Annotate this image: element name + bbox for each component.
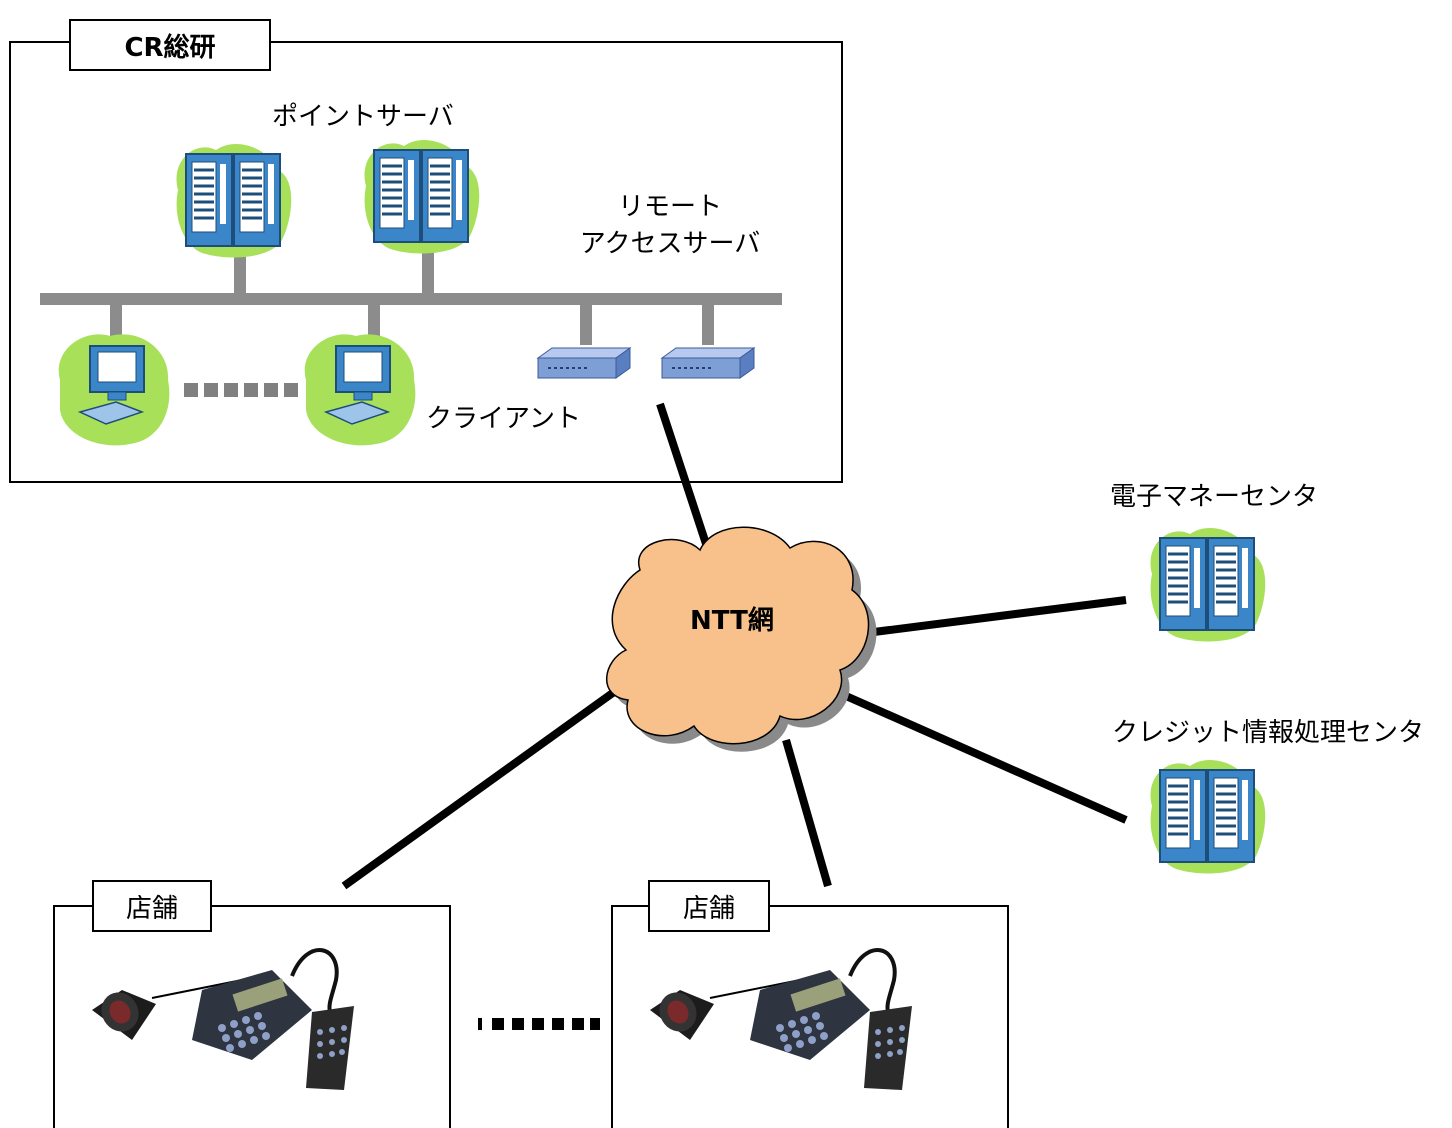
server-icon [1151, 760, 1266, 874]
hq-title-tab: CR総研 [69, 19, 271, 71]
server-icon [177, 144, 292, 258]
payment-terminal-icon [648, 948, 914, 1092]
store-title-tab: 店舗 [92, 880, 212, 932]
store-boundary [611, 905, 1009, 1128]
emoney-center-label: 電子マネーセンタ [1110, 482, 1319, 512]
remote-access-label-line2: アクセスサーバ [579, 229, 761, 260]
client-pc-icon [57, 333, 171, 447]
payment-terminal-icon [90, 948, 356, 1092]
store-title-tab: 店舗 [648, 880, 770, 932]
hq-title: CR総研 [124, 32, 216, 63]
store-title: 店舗 [682, 893, 735, 924]
client-label: クライアント [426, 404, 581, 434]
router-icon [537, 347, 631, 379]
server-icon [365, 140, 480, 254]
client-ellipsis [184, 383, 298, 397]
remote-access-label-line1: リモート [617, 192, 722, 222]
cloud-icon [606, 526, 877, 752]
store-title: 店舗 [125, 893, 178, 924]
network-links [341, 402, 1128, 890]
credit-center-label: クレジット情報処理センタ [1112, 718, 1425, 748]
network-label: NTT網 [690, 606, 774, 636]
client-pc-icon [303, 333, 417, 447]
hq-boundary [9, 41, 843, 483]
point-server-label: ポイントサーバ [272, 102, 454, 132]
router-icon [661, 347, 755, 379]
server-icon [1151, 528, 1266, 642]
store-boundary [53, 905, 451, 1128]
lan-bus [40, 250, 782, 345]
remote-access-server-label: リモート アクセスサーバ [560, 192, 780, 260]
store-ellipsis [478, 1018, 600, 1030]
